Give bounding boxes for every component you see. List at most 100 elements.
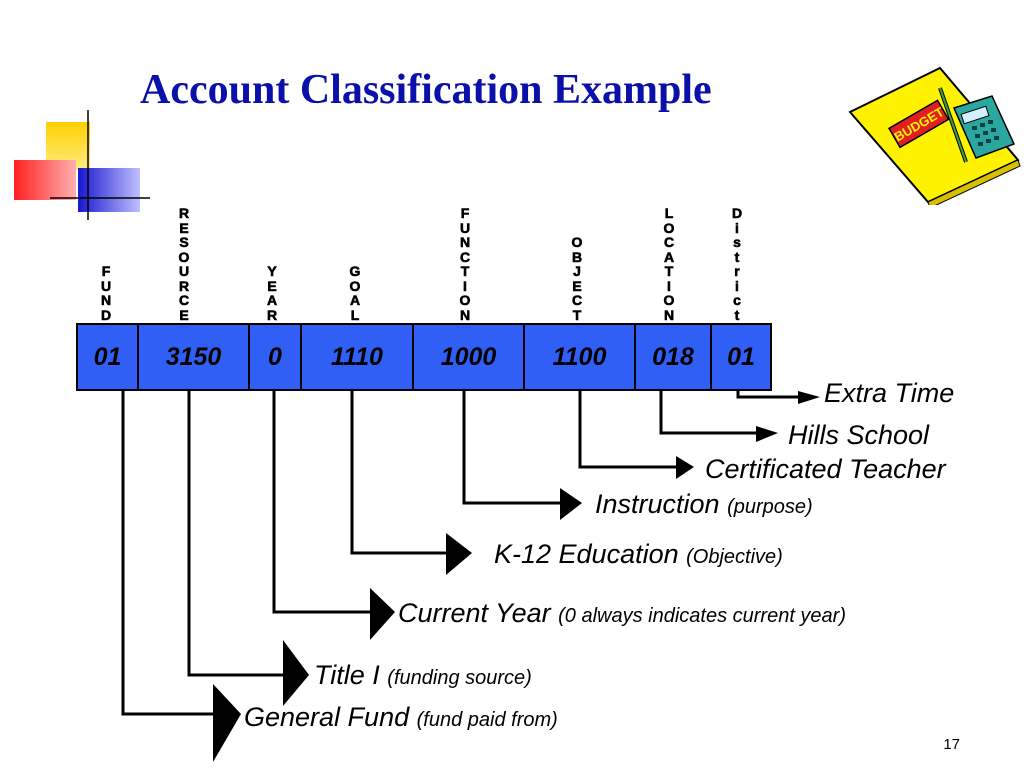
label-letter: F [101,263,111,279]
label-letter: N [663,306,675,323]
label-letter: A [349,292,361,308]
desc-location: Hills School [788,420,929,451]
label-letter: C [178,292,190,308]
connector-function [462,391,562,505]
label-letter: O [459,292,471,308]
label-letter: L [664,205,674,221]
decorative-squares [10,110,150,220]
code-cell-function: 1000 [414,325,525,389]
label-letter: T [460,263,470,279]
label-letter: E [179,219,189,236]
desc-district-text: Extra Time [824,378,955,408]
label-letter: U [178,263,190,279]
label-letter: I [667,277,671,294]
label-letter: L [350,306,360,323]
connector-district [736,391,800,399]
arrow-location [756,426,778,442]
label-letter: O [663,292,675,308]
label-letter: O [663,219,675,236]
desc-goal-note: (Objective) [686,546,783,568]
connector-goal [350,391,447,555]
desc-fund-text: General Fund [244,702,410,732]
code-cell-resource: 3150 [139,325,250,389]
label-letter: A [266,292,278,308]
label-letter: U [459,219,471,236]
label-letter: E [572,277,582,294]
label-letter: i [735,219,739,236]
desc-function: Instruction (purpose) [595,489,813,520]
label-letter: A [663,248,675,265]
desc-fund-note: (fund paid from) [416,709,558,731]
label-letter: R [266,306,278,323]
desc-object-text: Certificated Teacher [705,454,946,484]
desc-location-text: Hills School [788,420,930,450]
desc-resource-note: (funding source) [387,667,532,689]
code-cell-district: 01 [727,342,755,371]
budget-clipart: BUDGET [842,60,1024,209]
label-letter: O [571,234,583,250]
code-cell-object: 1100 [525,325,636,389]
label-letter: O [178,248,190,265]
arrow-district [798,391,820,404]
label-letter: U [100,277,112,294]
connector-location [659,391,758,435]
label-letter: s [733,234,741,250]
code-cell-year: 0 [250,325,302,389]
label-letter: i [735,277,739,294]
label-letter: G [349,263,361,279]
desc-year-note: (0 always indicates current year) [558,605,846,627]
code-cell-location: 018 [636,325,712,389]
label-letter: Y [267,263,277,279]
page-number: 17 [943,736,960,753]
label-letter: B [571,248,583,265]
label-letter: O [349,277,361,294]
label-letter: D [731,205,743,221]
desc-fund: General Fund (fund paid from) [244,702,558,733]
label-letter: I [463,277,467,294]
label-letter: C [571,292,583,308]
label-letter: N [459,306,471,323]
connector-resource [187,391,285,677]
label-letter: t [734,248,740,265]
label-letter: F [460,205,470,221]
desc-goal: K-12 Education (Objective) [494,539,783,570]
label-letter: N [459,234,471,250]
label-letter: C [663,234,675,250]
connector-fund [121,391,215,716]
slide-title: Account Classification Example [140,67,712,113]
desc-resource: Title I (funding source) [314,660,532,691]
label-letter: r [734,263,740,279]
desc-function-text: Instruction [595,489,720,519]
arrow-function [560,488,582,520]
arrow-fund [213,684,241,762]
arrow-goal [446,533,472,575]
label-letter: E [267,277,277,294]
label-letter: E [179,306,189,323]
connector-object [578,391,678,469]
desc-year-text: Current Year [398,598,551,628]
desc-goal-text: K-12 Education [494,539,679,569]
label-letter: R [178,205,190,221]
label-letter: T [572,306,582,323]
label-letter: C [459,248,471,265]
label-letter: t [734,306,740,323]
connector-year [272,391,372,614]
label-letter: c [733,292,741,308]
arrow-year [370,588,395,640]
arrow-object [676,456,694,479]
label-letter: T [664,263,674,279]
desc-object: Certificated Teacher [705,454,946,485]
label-letter: D [100,306,112,323]
desc-district: Extra Time [824,378,954,409]
label-letter: N [100,292,112,308]
code-cell-goal: 1110 [302,325,414,389]
